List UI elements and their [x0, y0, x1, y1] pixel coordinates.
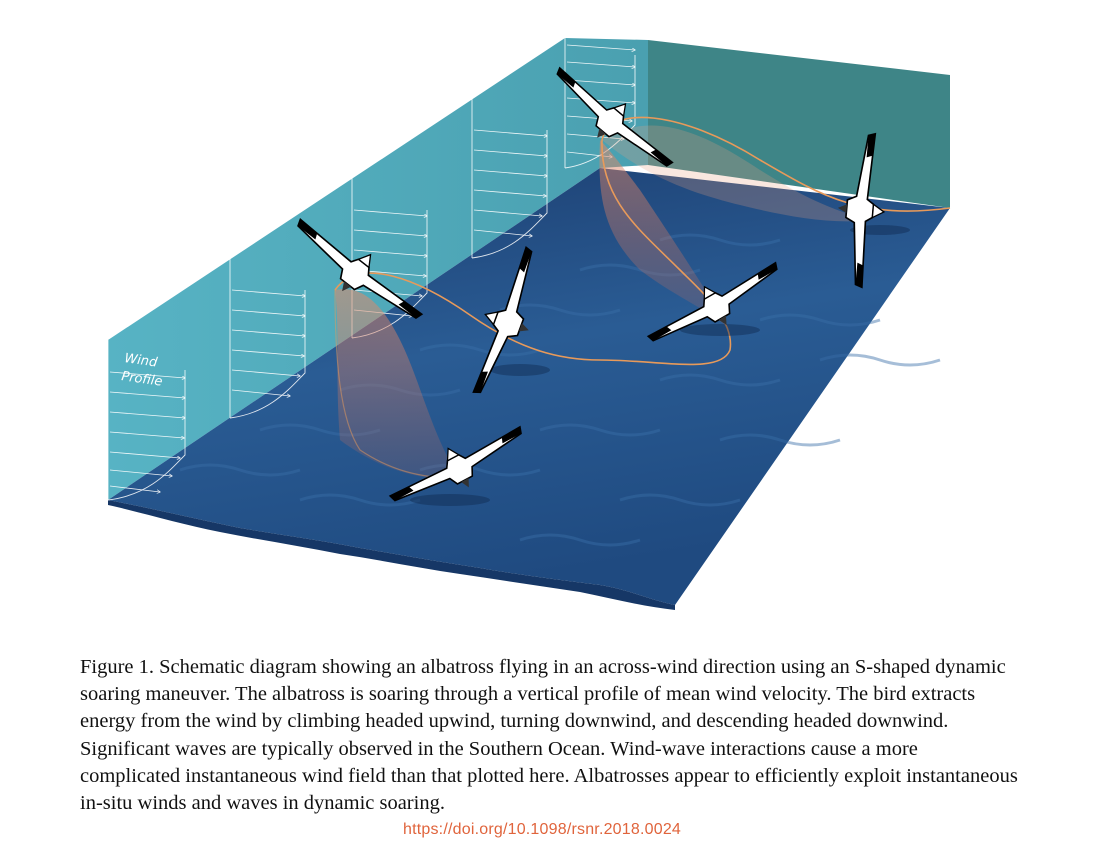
flight-curtain-mid	[599, 140, 730, 330]
figure-caption: Figure 1. Schematic diagram showing an a…	[80, 656, 1018, 815]
flight-path	[334, 116, 951, 366]
doi-link[interactable]: https://doi.org/10.1098/rsnr.2018.0024	[403, 821, 682, 838]
wave-texture	[179, 233, 941, 547]
bird-shadows	[410, 225, 910, 506]
flight-path-lower	[334, 289, 456, 479]
dynamic-soaring-diagram: Wind Profile	[107, 38, 951, 610]
flight-curtain-near	[335, 289, 460, 480]
flight-curtain-far	[602, 125, 870, 222]
profile-label: Profile	[120, 369, 163, 390]
back-wall	[648, 40, 950, 208]
wave-edge	[108, 500, 675, 610]
ocean-surface	[108, 168, 950, 605]
wind-profiles	[107, 38, 636, 501]
wind-label: Wind	[123, 351, 158, 371]
